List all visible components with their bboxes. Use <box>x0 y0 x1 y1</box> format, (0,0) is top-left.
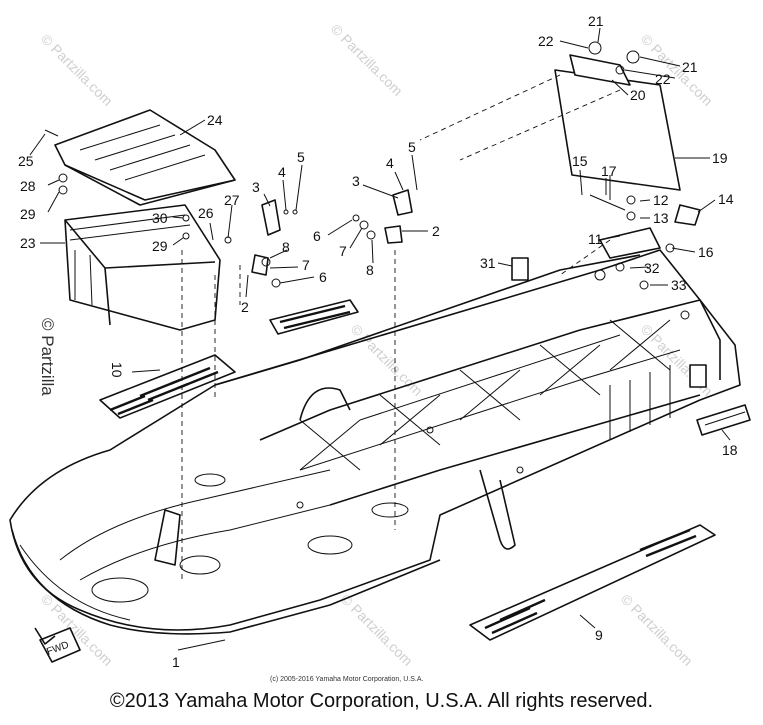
callout-23: 23 <box>20 235 36 251</box>
running-board-right <box>469 524 716 641</box>
small-copyright: (c) 2005-2016 Yamaha Motor Corporation, … <box>270 676 423 683</box>
callout-26: 26 <box>198 205 214 221</box>
callout-9: 9 <box>595 627 603 643</box>
callout-5: 5 <box>408 139 416 155</box>
callout-29: 29 <box>152 238 168 254</box>
storage-lid <box>54 109 236 206</box>
callout-8: 8 <box>366 262 374 278</box>
callout-7: 7 <box>302 257 310 273</box>
callout-27: 27 <box>224 192 240 208</box>
storage-box <box>64 204 221 331</box>
callout-20: 20 <box>630 87 646 103</box>
callout-14: 14 <box>718 191 734 207</box>
callouts: 1 2 2 3 3 4 4 5 5 6 6 7 7 8 8 9 10 11 12… <box>18 13 738 670</box>
callout-8: 8 <box>282 239 290 255</box>
running-board-left <box>99 299 359 419</box>
license-plate <box>554 41 681 191</box>
callout-2: 2 <box>432 223 440 239</box>
callout-22: 22 <box>538 33 554 49</box>
callout-5: 5 <box>297 149 305 165</box>
callout-33: 33 <box>671 277 687 293</box>
callout-29: 29 <box>20 206 36 222</box>
callout-4: 4 <box>278 164 286 180</box>
callout-31: 31 <box>480 255 496 271</box>
side-watermark: © Partzilla <box>38 318 57 396</box>
callout-16: 16 <box>698 244 714 260</box>
callout-10: 10 <box>109 362 125 378</box>
callout-30: 30 <box>152 210 168 226</box>
callout-21: 21 <box>682 59 698 75</box>
callout-6: 6 <box>319 269 327 285</box>
watermark: © Partzilla.com <box>328 21 406 99</box>
callout-22: 22 <box>655 71 671 87</box>
brackets <box>44 129 751 436</box>
watermark: © Partzilla.com <box>618 591 696 669</box>
callout-3: 3 <box>352 173 360 189</box>
callout-4: 4 <box>386 155 394 171</box>
watermark: © Partzilla.com <box>38 31 116 109</box>
callout-7: 7 <box>339 243 347 259</box>
callout-2: 2 <box>241 299 249 315</box>
callout-21: 21 <box>588 13 604 29</box>
fwd-arrow-icon: FWD <box>34 627 81 663</box>
callout-24: 24 <box>207 112 223 128</box>
main-frame <box>9 249 741 635</box>
watermark: © Partzilla.com <box>348 321 426 399</box>
callout-32: 32 <box>644 260 660 276</box>
watermark: © Partzilla.com <box>338 591 416 669</box>
callout-13: 13 <box>653 210 669 226</box>
callout-17: 17 <box>601 163 617 179</box>
callout-25: 25 <box>18 153 34 169</box>
copyright-notice: ©2013 Yamaha Motor Corporation, U.S.A. A… <box>109 690 654 712</box>
callout-6: 6 <box>313 228 321 244</box>
callout-11: 11 <box>588 231 603 247</box>
callout-1: 1 <box>172 654 180 670</box>
callout-28: 28 <box>20 178 36 194</box>
callout-12: 12 <box>653 192 669 208</box>
alignment-lines <box>181 74 621 580</box>
callout-18: 18 <box>722 442 738 458</box>
leader-lines <box>29 27 731 651</box>
callout-19: 19 <box>712 150 728 166</box>
callout-15: 15 <box>572 153 588 169</box>
callout-3: 3 <box>252 179 260 195</box>
